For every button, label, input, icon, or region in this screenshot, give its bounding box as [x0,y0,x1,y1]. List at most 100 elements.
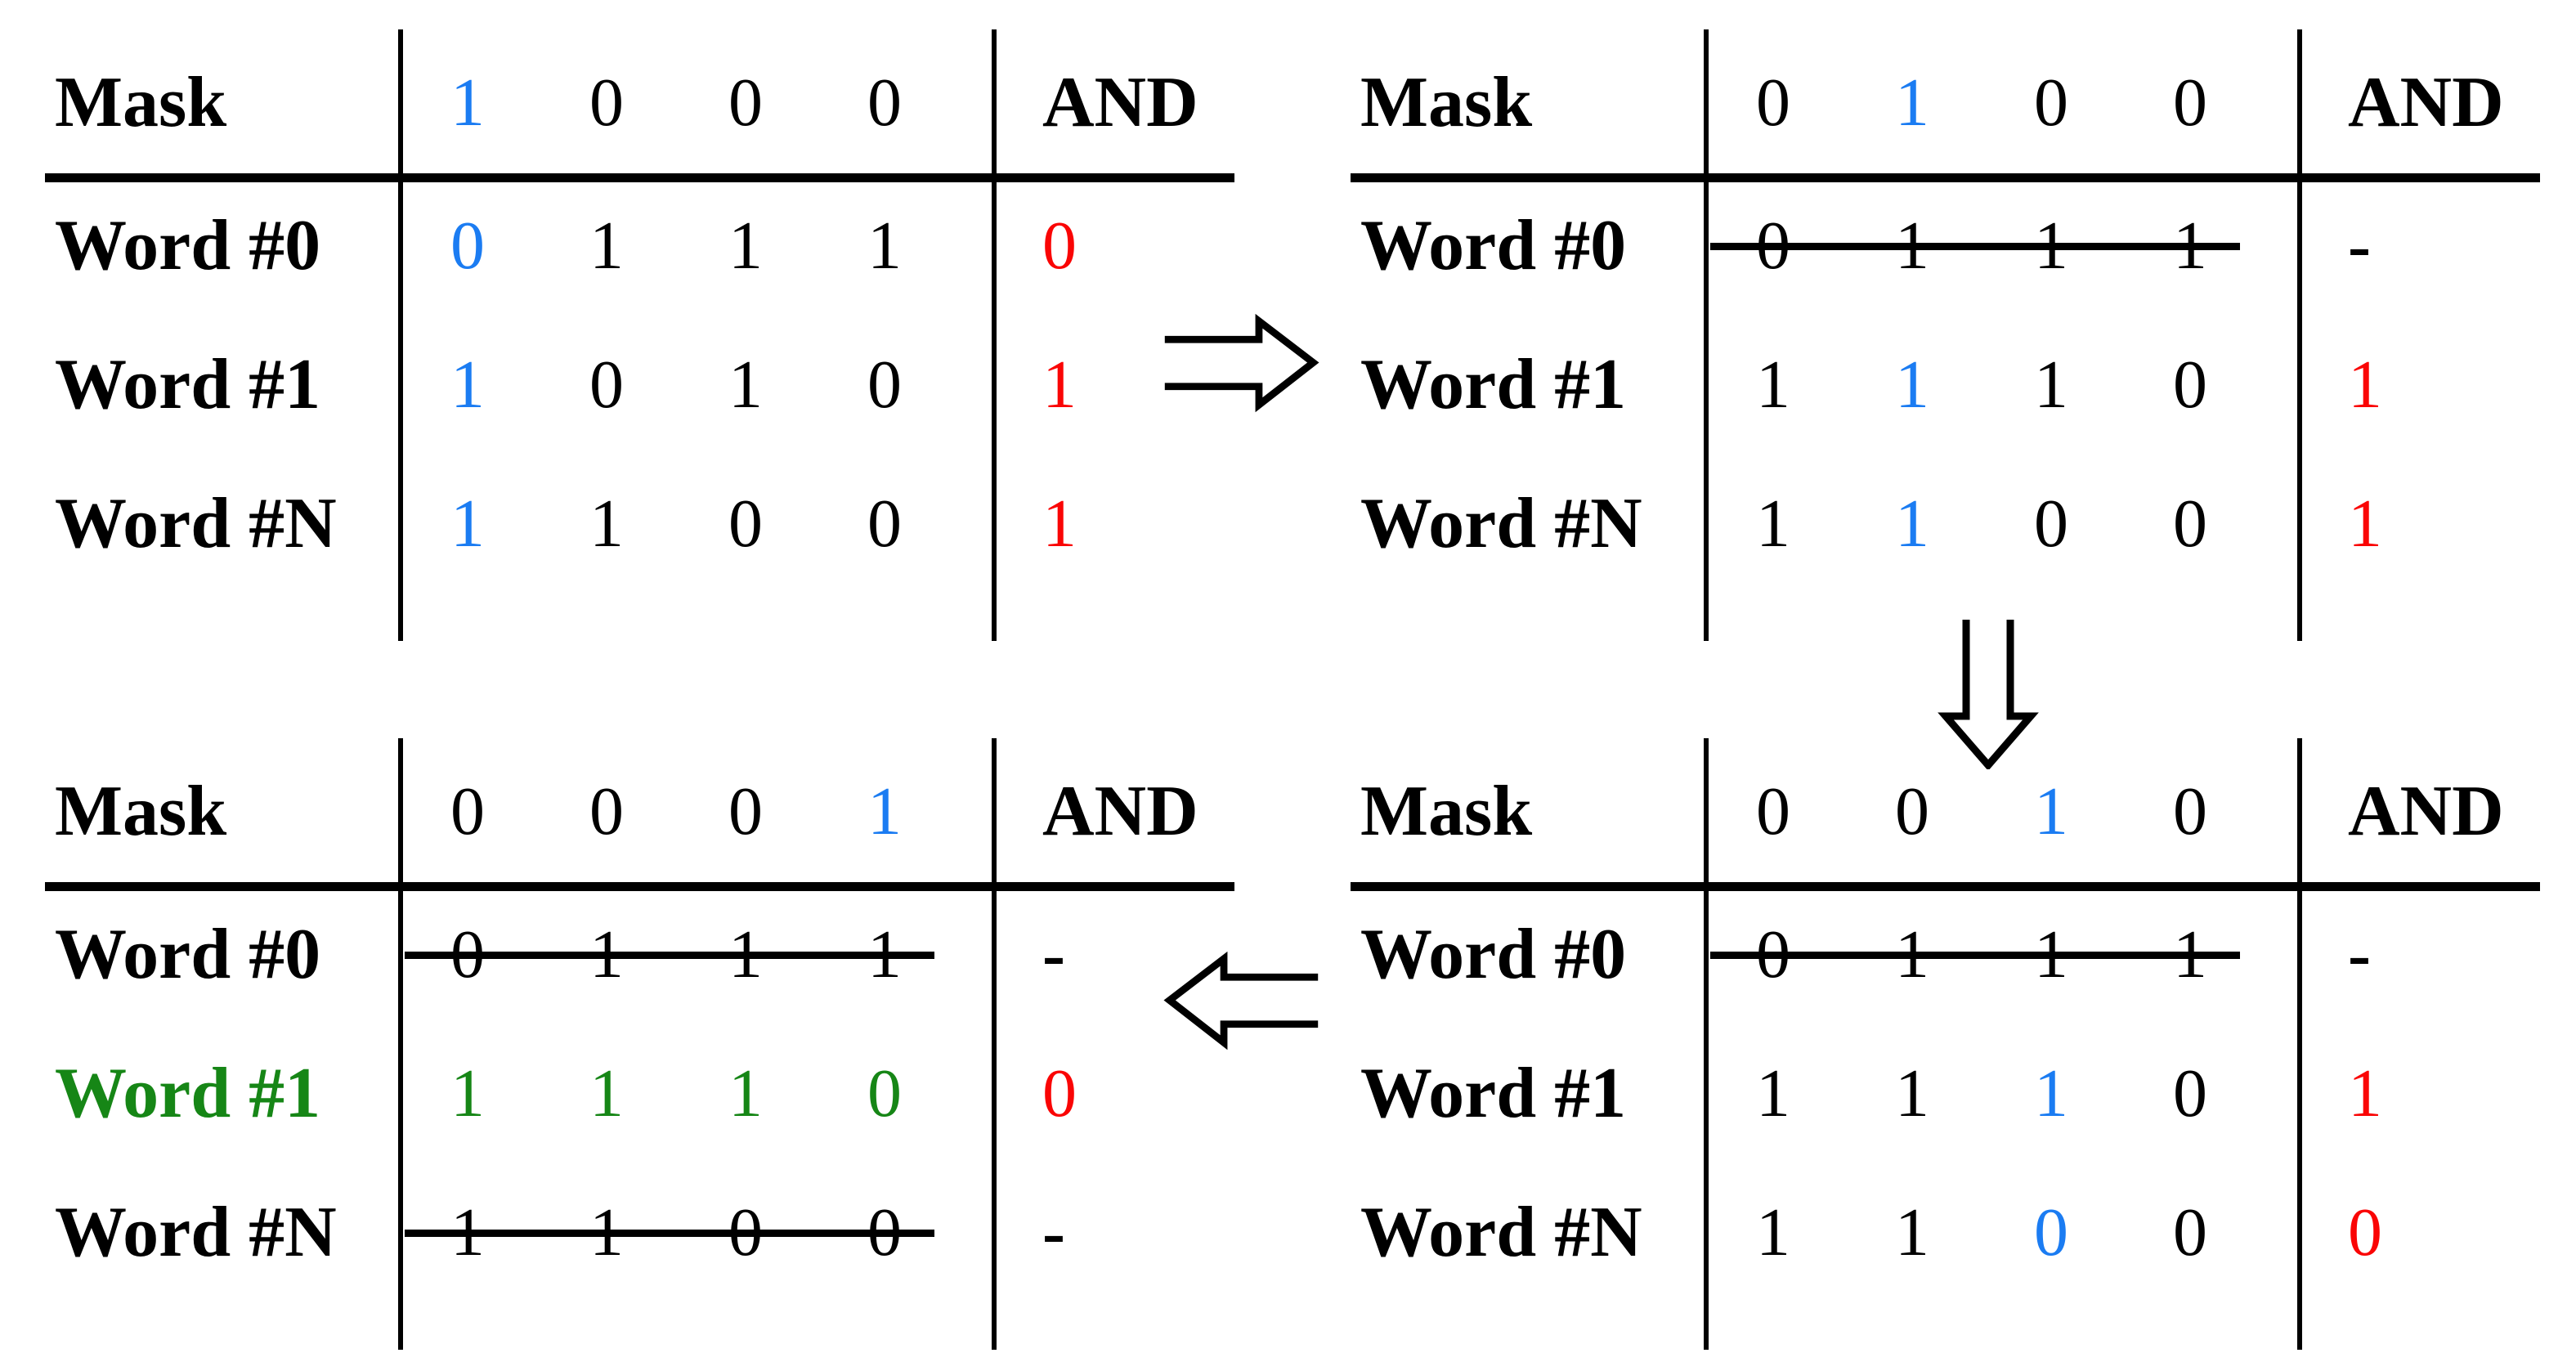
column-divider-line [398,738,403,1350]
mask-bit: 0 [450,773,485,849]
arrow-right-icon [1164,313,1319,413]
word-label: Word #0 [1360,206,1627,285]
word-bit: 1 [728,1055,763,1131]
word-bit: 1 [589,486,624,562]
mask-label: Mask [1360,63,1533,142]
mask-bit: 0 [589,773,624,849]
word-bit: 0 [2173,347,2207,423]
word-bit: 1 [1895,486,1929,562]
word-label: Word #N [55,484,337,563]
strikethrough-line [405,952,934,959]
mask-bit: 0 [1756,773,1790,849]
and-result: - [1042,916,1065,992]
mask-bit: 0 [1756,65,1790,141]
bit-cells: 0 1 0 0 [1704,29,2297,177]
mask-bit: 0 [867,65,902,141]
header-divider-line [45,882,1234,891]
word-bit: 1 [1895,1194,1929,1270]
word-bit: 1 [1895,347,1929,423]
word-bit: 1 [450,486,485,562]
word-label: Word #1 [55,1054,321,1133]
word-bit: 1 [728,208,763,284]
word-bit: 0 [2173,1055,2207,1131]
word-bit: 1 [2034,1055,2068,1131]
word-label: Word #1 [55,345,321,424]
word-bit: 1 [589,1055,624,1131]
word-bit: 1 [450,1055,485,1131]
word-bit: 1 [589,208,624,284]
column-divider-line [1704,29,1709,641]
strikethrough-line [405,1230,934,1237]
column-divider-line [992,738,997,1350]
and-result: 0 [1042,208,1077,284]
mask-label: Mask [1360,772,1533,851]
mask-bit: 0 [728,773,763,849]
word-bit: 0 [867,1055,902,1131]
column-divider-line [2297,738,2302,1350]
word-row: Word #1 1 1 1 0 0 [45,1024,1234,1163]
bit-cells: 0 0 0 1 [398,738,992,885]
mask-bit: 1 [2034,773,2068,849]
word-bit: 1 [728,347,763,423]
mask-bit: 0 [2173,65,2207,141]
mask-label: Mask [55,772,227,851]
word-bit: 1 [1756,1055,1790,1131]
word-label: Word #1 [1360,345,1627,424]
column-divider-line [398,29,403,641]
column-divider-line [1704,738,1709,1350]
word-bit: 0 [2173,1194,2207,1270]
mask-bit: 1 [450,65,485,141]
bit-cells: 1 1 1 0 [398,1024,992,1163]
and-result: 0 [1042,1055,1077,1131]
word-label: Word #0 [55,915,321,994]
word-bit: 0 [728,486,763,562]
mask-bit: 1 [867,773,902,849]
and-result: 0 [2348,1194,2382,1270]
word-label: Word #N [55,1193,337,1272]
header-divider-line [45,173,1234,182]
column-divider-line [992,29,997,641]
and-result: 1 [1042,347,1077,423]
strikethrough-line [1710,952,2240,959]
word-bit: 1 [450,347,485,423]
word-bit: 0 [2034,1194,2068,1270]
arrow-down-icon [1938,620,2039,769]
mask-bit: 0 [2034,65,2068,141]
word-bit: 1 [1756,486,1790,562]
and-result: - [1042,1194,1065,1270]
word-label: Word #N [1360,1193,1642,1272]
word-label: Word #N [1360,484,1642,563]
word-label: Word #0 [1360,915,1627,994]
word-bit: 1 [1895,1055,1929,1131]
and-operator-label: AND [2348,772,2504,851]
mask-bit: 1 [1895,65,1929,141]
and-operator-label: AND [1042,772,1198,851]
word-bit: 0 [589,347,624,423]
